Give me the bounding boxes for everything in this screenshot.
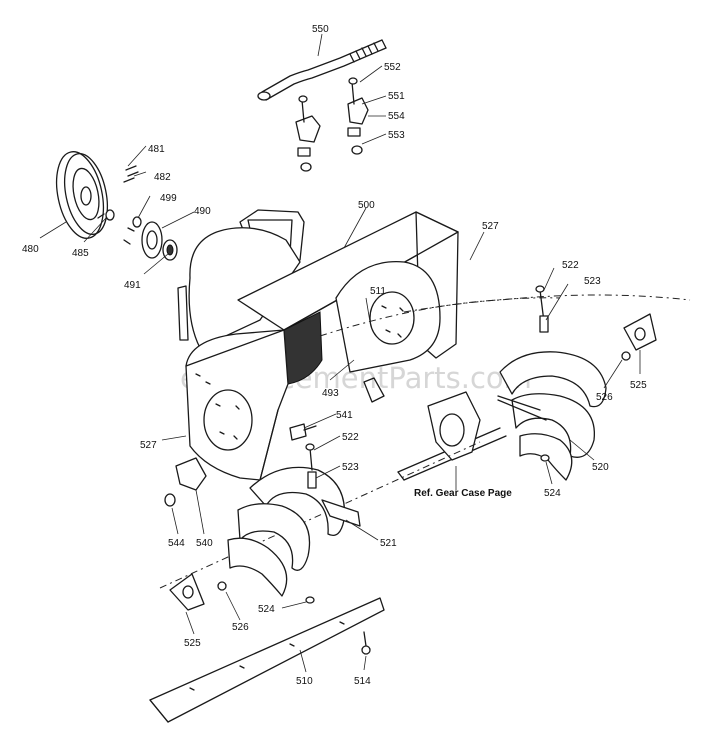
auger-shaft-part: [363, 377, 507, 481]
callout-526-left: 526: [232, 622, 249, 633]
shaft-centerline: [319, 294, 691, 337]
callout-521: 521: [380, 538, 397, 549]
callout-485: 485: [72, 248, 89, 259]
callout-553: 553: [388, 130, 405, 141]
callout-511: 511: [370, 286, 386, 297]
bearing-plate-left-part: [169, 573, 227, 611]
bearing-plate-right-part: [621, 313, 657, 361]
pulley-hardware-part: [97, 165, 139, 221]
leader-lines: [39, 33, 641, 673]
callout-500: 500: [358, 200, 375, 211]
callout-491: 491: [124, 280, 141, 291]
auger-housing-part: [177, 209, 459, 481]
callout-527-left: 527: [140, 440, 157, 451]
callout-550: 550: [312, 24, 329, 35]
crank-bracket-right-part: [347, 77, 369, 155]
callout-525-right: 525: [630, 380, 647, 391]
impeller-pulley-part: [55, 151, 108, 239]
callout-540: 540: [196, 538, 213, 549]
callout-552: 552: [384, 62, 401, 73]
callout-493: 493: [322, 388, 339, 399]
callout-524-right: 524: [544, 488, 561, 499]
ref-gear-case-note: Ref. Gear Case Page: [414, 488, 512, 499]
callout-544: 544: [168, 538, 185, 549]
callout-520: 520: [592, 462, 609, 473]
callout-523-right: 523: [584, 276, 601, 287]
callout-524-left: 524: [258, 604, 275, 615]
callout-522-right: 522: [562, 260, 579, 271]
crank-bracket-left-part: [295, 95, 321, 172]
carriage-bolt-part: [361, 631, 371, 655]
bearing-flange-part: [123, 216, 178, 261]
auger-left-part: [227, 466, 361, 597]
shear-bolt-part: [305, 285, 549, 489]
callout-526-right: 526: [596, 392, 613, 403]
callout-510: 510: [296, 676, 313, 687]
callout-554: 554: [388, 111, 405, 122]
callout-482: 482: [154, 172, 171, 183]
shaft-centerline-lower: [159, 441, 481, 589]
scraper-bar-part: [149, 597, 385, 723]
callout-481: 481: [148, 144, 165, 155]
nut-left-part: [305, 596, 315, 604]
callout-labels: 550 552 551 554 553 481 482 499 490 480 …: [22, 24, 647, 687]
chute-crank-rod-part: [257, 39, 387, 101]
callout-541: 541: [336, 410, 353, 421]
nut-right-part: [540, 454, 550, 462]
callout-527-top: 527: [482, 221, 499, 232]
auger-right-part: [497, 351, 607, 481]
callout-551: 551: [388, 91, 405, 102]
callout-499: 499: [160, 193, 177, 204]
callout-522-left: 522: [342, 432, 359, 443]
callout-523-left: 523: [342, 462, 359, 473]
callout-490: 490: [194, 206, 211, 217]
callout-480: 480: [22, 244, 39, 255]
callout-514: 514: [354, 676, 371, 687]
shaft-centerline-mid: [403, 297, 561, 313]
callout-525-left: 525: [184, 638, 201, 649]
bolt-bracket-part: [164, 423, 317, 507]
